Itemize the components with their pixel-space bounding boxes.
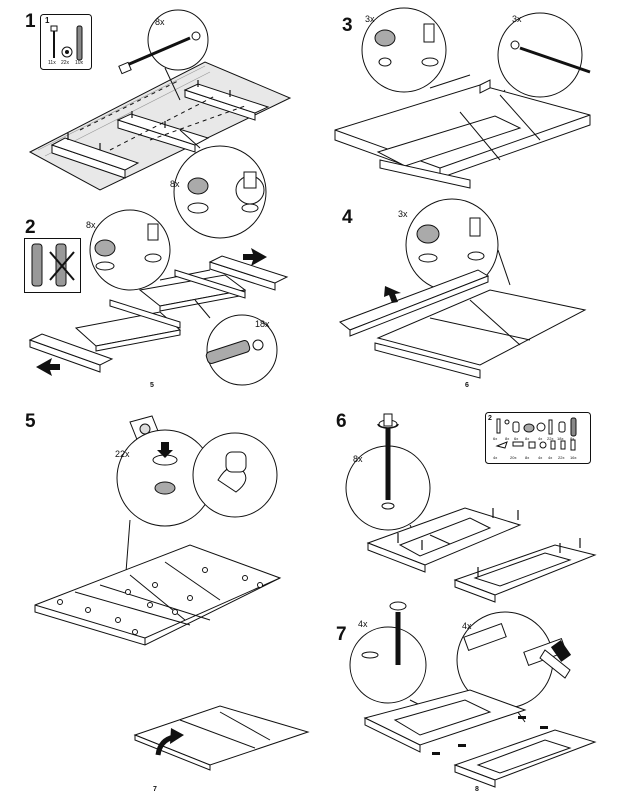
step-1-parts-kit: 1 11x 22x 10x — [40, 14, 92, 70]
parts-kit-box — [40, 14, 92, 70]
arrow-left-icon — [243, 248, 267, 266]
cam-lock — [187, 177, 209, 195]
kit-count: 8x — [505, 436, 510, 441]
step-4-number: 4 — [342, 207, 353, 228]
step-7-leg-qty: 4x — [358, 619, 368, 629]
cam-detail-callout — [173, 145, 267, 239]
frame-assembly — [376, 289, 587, 366]
parts-kit-box — [485, 412, 591, 464]
kit-count: 8x — [570, 436, 575, 441]
step-2-cam-qty: 8x — [86, 220, 96, 230]
step-5-pad-qty: 22x — [115, 449, 130, 459]
page-number-7: 7 — [153, 786, 157, 793]
kit-count: 22x — [558, 455, 565, 460]
page-number-6: 6 — [465, 382, 469, 389]
kit-number: 2 — [488, 415, 492, 422]
kit-count: 4x — [538, 455, 543, 460]
kit-count: 11x — [48, 60, 56, 66]
kit-count: 4x — [493, 455, 498, 460]
step-7-bracket-qty: 4x — [462, 621, 472, 631]
frame-assembly — [34, 544, 282, 646]
step-4-cam-qty: 3x — [398, 209, 408, 219]
hammer-icon — [539, 649, 571, 679]
bolt-detail-callout — [147, 9, 209, 71]
rail-board — [109, 299, 181, 329]
step-6-leg-qty: 8x — [353, 454, 363, 464]
page-number-8: 8 — [475, 786, 479, 793]
step-1-number: 1 — [25, 11, 36, 32]
step-1-dowel-qty: 8x — [155, 17, 165, 27]
kit-count: 18x — [557, 436, 564, 441]
step-1-cam-qty: 8x — [170, 179, 180, 189]
kit-count: 10x — [75, 60, 84, 66]
kit-count: 8x — [525, 455, 530, 460]
step-7-number: 7 — [336, 624, 347, 645]
step-2-number: 2 — [25, 217, 36, 238]
step-6-parts-kit: 2 6x 8x 6x 8x 4x 22x 18x 8x 4x 20x 8x 4x… — [485, 412, 591, 464]
step-3-number: 3 — [342, 15, 353, 36]
step-2-dowel-qty: 18x — [255, 319, 270, 329]
kit-count: 20x — [510, 455, 517, 460]
arrow-down-icon — [157, 442, 173, 458]
kit-count: 22x — [61, 60, 70, 66]
kit-count: 4x — [548, 455, 553, 460]
kit-count: 8x — [525, 436, 530, 441]
bolt — [119, 36, 191, 70]
kit-count: 6x — [493, 436, 498, 441]
step-6-number: 6 — [336, 411, 347, 432]
kit-number: 1 — [45, 16, 50, 25]
page-number-5: 5 — [150, 382, 154, 389]
kit-count: 6x — [514, 436, 519, 441]
arrow-right-icon — [36, 358, 60, 376]
arrow-down-right-icon — [384, 286, 401, 303]
kit-count: 16x — [570, 455, 577, 460]
wood-dowel — [205, 340, 251, 364]
kit-count: 22x — [547, 436, 554, 441]
step-3-bolt-qty: 3x — [512, 14, 522, 24]
bracket — [463, 622, 507, 652]
kit-count: 4x — [538, 436, 543, 441]
step-3-cam-qty: 3x — [365, 14, 375, 24]
leg-detail-callout — [349, 626, 427, 704]
rail-board — [174, 269, 246, 299]
bolt — [519, 46, 591, 74]
rotate-arrow-icon — [377, 423, 399, 429]
step-5-number: 5 — [25, 411, 36, 432]
